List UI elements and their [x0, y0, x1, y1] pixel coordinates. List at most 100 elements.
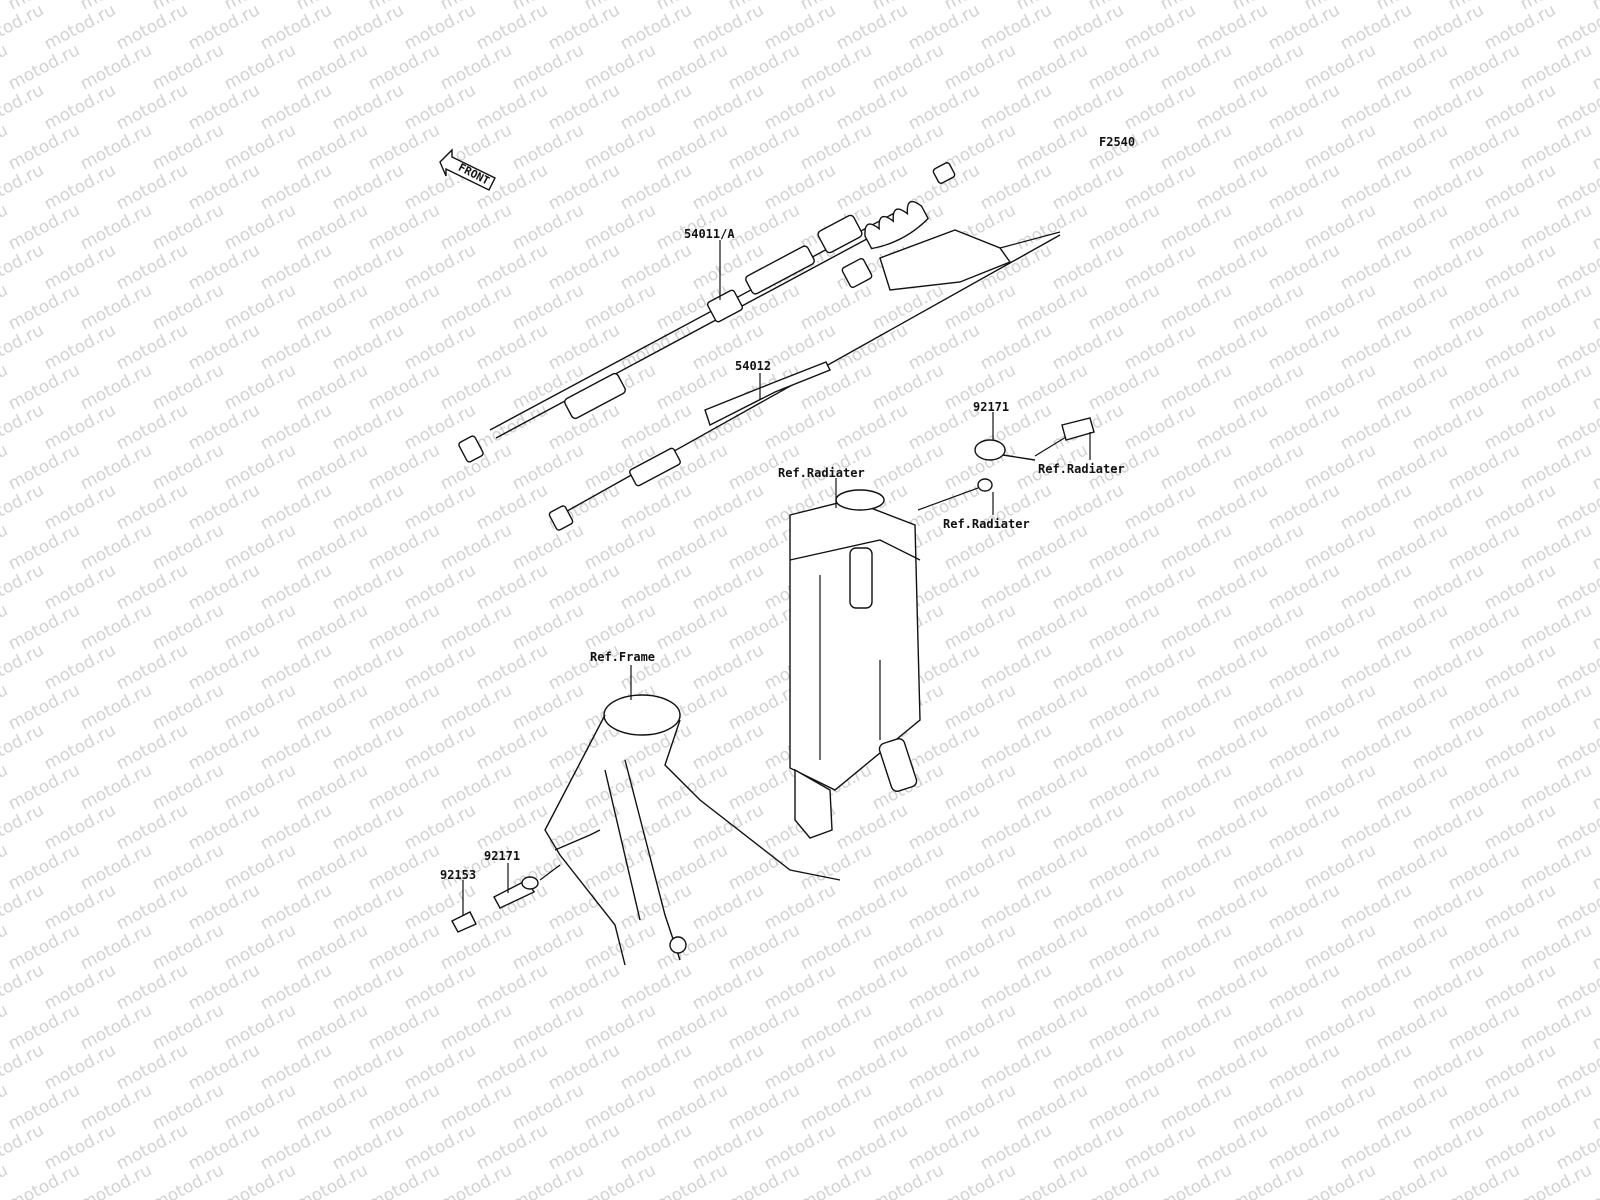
watermark-text: motod.ru	[905, 80, 983, 134]
watermark-text: motod.ru	[113, 960, 191, 1014]
watermark-text: motod.ru	[1121, 1040, 1199, 1094]
watermark-text: motod.ru	[41, 240, 119, 294]
watermark-text: motod.ru	[113, 640, 191, 694]
watermark-text: motod.ru	[1193, 640, 1271, 694]
watermark-text: motod.ru	[1301, 440, 1379, 494]
watermark-text: motod.ru	[581, 1000, 659, 1054]
watermark-text: motod.ru	[905, 1040, 983, 1094]
watermark-text: motod.ru	[1373, 600, 1451, 654]
callout-clutch-cable: 54011/A	[684, 227, 735, 241]
watermark-text: motod.ru	[1373, 1080, 1451, 1134]
watermark-text: motod.ru	[221, 600, 299, 654]
watermark-text: motod.ru	[797, 840, 875, 894]
watermark-text: motod.ru	[941, 760, 1019, 814]
watermark-text: motod.ru	[401, 1040, 479, 1094]
watermark-text: motod.ru	[1085, 200, 1163, 254]
watermark-text: motod.ru	[581, 280, 659, 334]
watermark-text: motod.ru	[1373, 920, 1451, 974]
watermark-text: motod.ru	[437, 760, 515, 814]
watermark-text: motod.ru	[617, 1040, 695, 1094]
watermark-text: motod.ru	[77, 360, 155, 414]
watermark-text: motod.ru	[1481, 1120, 1559, 1174]
watermark-text: motod.ru	[653, 840, 731, 894]
callout-ref-radiator-collar: Ref.Radiater	[943, 517, 1030, 531]
watermark-text: motod.ru	[1121, 720, 1199, 774]
watermark-text: motod.ru	[1085, 360, 1163, 414]
watermark-text: motod.ru	[1373, 40, 1451, 94]
watermark-text: motod.ru	[257, 880, 335, 934]
watermark-text: motod.ru	[689, 960, 767, 1014]
watermark-text: motod.ru	[41, 640, 119, 694]
watermark-text: motod.ru	[1445, 1080, 1523, 1134]
watermark-text: motod.ru	[113, 240, 191, 294]
watermark-text: motod.ru	[113, 480, 191, 534]
watermark-text: motod.ru	[797, 1080, 875, 1134]
watermark-text: motod.ru	[1337, 240, 1415, 294]
watermark-text: motod.ru	[185, 880, 263, 934]
watermark-text: motod.ru	[545, 80, 623, 134]
watermark-text: motod.ru	[1409, 160, 1487, 214]
watermark-text: motod.ru	[545, 560, 623, 614]
watermark-text: motod.ru	[1049, 1040, 1127, 1094]
watermark-text: motod.ru	[293, 200, 371, 254]
watermark-text: motod.ru	[977, 560, 1055, 614]
watermark-text: motod.ru	[869, 920, 947, 974]
watermark-text: motod.ru	[1193, 80, 1271, 134]
watermark-text: motod.ru	[833, 400, 911, 454]
watermark-text: motod.ru	[1193, 880, 1271, 934]
watermark-text: motod.ru	[1373, 1160, 1451, 1200]
watermark-text: motod.ru	[725, 1080, 803, 1134]
watermark-text: motod.ru	[1157, 200, 1235, 254]
watermark-text: motod.ru	[1229, 1160, 1307, 1200]
watermark-text: motod.ru	[1265, 960, 1343, 1014]
watermark-text: motod.ru	[185, 320, 263, 374]
watermark-text: motod.ru	[77, 520, 155, 574]
watermark-text: motod.ru	[509, 760, 587, 814]
watermark-text: motod.ru	[5, 440, 83, 494]
watermark-text: motod.ru	[149, 1160, 227, 1200]
watermark-text: motod.ru	[1085, 840, 1163, 894]
watermark-text: motod.ru	[941, 1160, 1019, 1200]
throttle-cable	[548, 229, 1061, 531]
watermark-text: motod.ru	[77, 1160, 155, 1200]
watermark-text: motod.ru	[1121, 0, 1199, 54]
watermark-text: motod.ru	[1445, 40, 1523, 94]
watermark-text: motod.ru	[365, 840, 443, 894]
watermark-text: motod.ru	[509, 600, 587, 654]
watermark-text: motod.ru	[761, 160, 839, 214]
watermark-text: motod.ru	[1265, 640, 1343, 694]
watermark-text: motod.ru	[77, 1000, 155, 1054]
watermark-text: motod.ru	[1445, 200, 1523, 254]
watermark-text: motod.ru	[509, 120, 587, 174]
watermark-text: motod.ru	[473, 1120, 551, 1174]
watermark-text: motod.ru	[1049, 160, 1127, 214]
watermark-text: motod.ru	[293, 1080, 371, 1134]
watermark-text: motod.ru	[1157, 760, 1235, 814]
frame-reference	[544, 694, 841, 966]
callout-ref-radiator-top: Ref.Radiater	[778, 466, 865, 480]
watermark-text: motod.ru	[1193, 400, 1271, 454]
watermark-text: motod.ru	[1121, 800, 1199, 854]
watermark-text: motod.ru	[257, 400, 335, 454]
watermark-text: motod.ru	[149, 1080, 227, 1134]
watermark-text: motod.ru	[509, 440, 587, 494]
watermark-text: motod.ru	[1445, 760, 1523, 814]
watermark-text: motod.ru	[221, 680, 299, 734]
watermark-text: motod.ru	[869, 1000, 947, 1054]
watermark-text: motod.ru	[797, 120, 875, 174]
watermark-text: motod.ru	[437, 1160, 515, 1200]
watermark-text: motod.ru	[401, 240, 479, 294]
watermark-text: motod.ru	[5, 200, 83, 254]
watermark-text: motod.ru	[1049, 80, 1127, 134]
watermark-text: motod.ru	[41, 480, 119, 534]
watermark-text: motod.ru	[185, 560, 263, 614]
watermark-text: motod.ru	[797, 40, 875, 94]
watermark-text: motod.ru	[1337, 400, 1415, 454]
watermark-text: motod.ru	[1157, 840, 1235, 894]
watermark-text: motod.ru	[5, 1000, 83, 1054]
watermark-text: motod.ru	[149, 1000, 227, 1054]
watermark-text: motod.ru	[329, 400, 407, 454]
watermark-text: motod.ru	[581, 40, 659, 94]
watermark-text: motod.ru	[1445, 920, 1523, 974]
watermark-text: motod.ru	[329, 80, 407, 134]
